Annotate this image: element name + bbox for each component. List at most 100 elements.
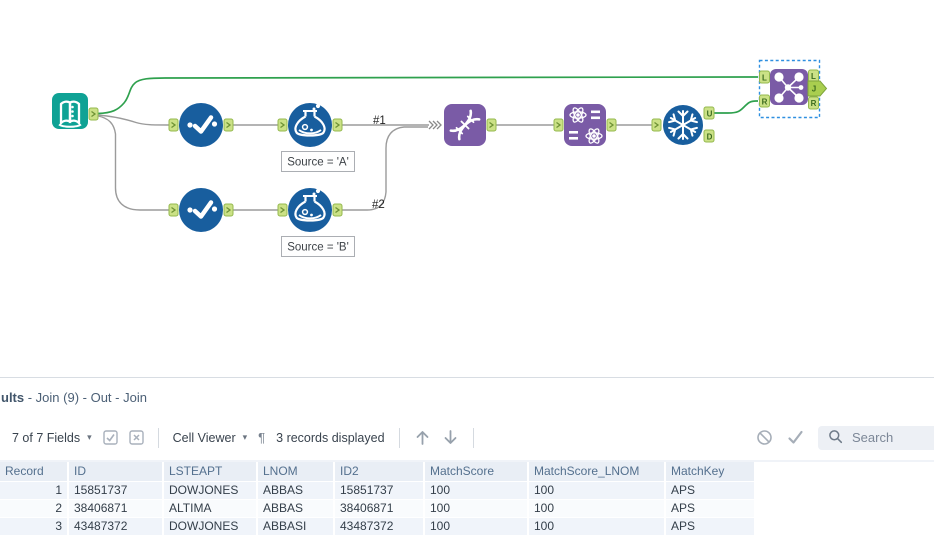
col-header-matchscore[interactable]: MatchScore	[425, 462, 527, 481]
cell-matchkey[interactable]: APS	[666, 482, 754, 499]
cell-matchscore-lnom[interactable]: 100	[529, 518, 664, 535]
anchor-letter: L	[762, 74, 767, 83]
arrow-down-icon[interactable]	[442, 429, 459, 446]
fields-dropdown-label: 7 of 7 Fields	[12, 430, 81, 445]
cell-id2[interactable]: 15851737	[335, 482, 423, 499]
cell-record[interactable]: 2	[0, 500, 67, 517]
toolbar-right-cluster	[756, 415, 934, 460]
connection-unique-to-join-right[interactable]	[714, 100, 758, 114]
deselect-all-icon[interactable]	[128, 430, 144, 445]
cell-matchkey[interactable]: APS	[666, 518, 754, 535]
tool-input-data[interactable]	[52, 93, 88, 129]
toolbar-divider	[157, 427, 159, 448]
anchor-letter: J	[812, 85, 816, 94]
join-output-j-anchor[interactable]	[807, 80, 828, 97]
equals-icon	[569, 110, 600, 140]
check-icon[interactable]	[786, 429, 805, 446]
tool-formula-2[interactable]	[286, 186, 334, 234]
results-table: Record ID LSTEAPT LNOM ID2 MatchScore Ma…	[0, 462, 754, 535]
book-dots	[71, 105, 74, 118]
input-output-anchor[interactable]	[88, 107, 99, 121]
tool-join[interactable]: L R L J R	[758, 59, 828, 119]
makegroup-output-anchor[interactable]	[606, 118, 617, 132]
connection-label-2: #2	[372, 199, 385, 211]
fuzzymatch-output-anchor[interactable]	[486, 118, 497, 132]
connection-formula2-to-fuzzymatch[interactable]	[342, 126, 428, 211]
cell-record[interactable]: 3	[0, 518, 67, 535]
paragraph-mark-icon[interactable]: ¶	[258, 430, 266, 445]
tool-unique[interactable]	[663, 105, 703, 145]
select2-input-anchor[interactable]	[168, 203, 179, 217]
search-input[interactable]	[850, 429, 934, 446]
connection-input-to-join-left[interactable]	[97, 76, 758, 115]
cell-lnom[interactable]: ABBAS	[258, 482, 333, 499]
anchor-letter: U	[707, 110, 713, 119]
tool-select-1[interactable]	[179, 103, 223, 147]
formula2-input-anchor[interactable]	[277, 203, 288, 217]
cell-viewer-label: Cell Viewer	[172, 430, 236, 445]
cell-lnom[interactable]: ABBASI	[258, 518, 333, 535]
select1-input-anchor[interactable]	[168, 118, 179, 132]
anchor-letter: L	[811, 72, 816, 81]
toolbar-divider	[472, 427, 474, 448]
col-header-id2[interactable]: ID2	[335, 462, 423, 481]
dna-icon	[449, 109, 481, 141]
col-header-matchkey[interactable]: MatchKey	[666, 462, 754, 481]
cell-id2[interactable]: 38406871	[335, 500, 423, 517]
tool-make-group[interactable]	[564, 104, 606, 146]
no-symbol-icon[interactable]	[756, 429, 773, 446]
annotation-source-a[interactable]: Source = 'A'	[281, 151, 355, 172]
cell-id[interactable]: 15851737	[69, 482, 162, 499]
cell-lnom[interactable]: ABBAS	[258, 500, 333, 517]
multi-connection-icon	[428, 120, 442, 130]
formula2-output-anchor[interactable]	[332, 203, 343, 217]
results-title-bold: ults	[1, 390, 25, 405]
connection-input-to-select2[interactable]	[97, 115, 169, 211]
cell-matchscore-lnom[interactable]: 100	[529, 500, 664, 517]
cell-id[interactable]: 43487372	[69, 518, 162, 535]
select-all-checkbox-icon[interactable]	[102, 430, 118, 445]
cell-lsteapt[interactable]: DOWJONES	[164, 518, 256, 535]
workflow-canvas[interactable]: #1 #2	[0, 0, 934, 377]
book-icon	[58, 100, 82, 128]
cell-matchscore[interactable]: 100	[425, 482, 527, 499]
connection-input-to-select1[interactable]	[97, 114, 170, 126]
cell-id[interactable]: 38406871	[69, 500, 162, 517]
arrow-up-icon[interactable]	[414, 429, 431, 446]
tool-fuzzy-match[interactable]	[444, 104, 486, 146]
results-title-rest: - Join (9) - Out - Join	[24, 390, 147, 405]
cell-matchkey[interactable]: APS	[666, 500, 754, 517]
select2-output-anchor[interactable]	[223, 203, 234, 217]
results-panel-title: ults - Join (9) - Out - Join	[0, 378, 934, 415]
unique-input-anchor[interactable]	[651, 118, 662, 132]
col-header-record[interactable]: Record	[0, 462, 67, 481]
cell-record[interactable]: 1	[0, 482, 67, 499]
formula1-input-anchor[interactable]	[277, 118, 288, 132]
search-box[interactable]	[818, 425, 934, 450]
col-header-lnom[interactable]: LNOM	[258, 462, 333, 481]
cell-lsteapt[interactable]: ALTIMA	[164, 500, 256, 517]
anchor-letter: R	[811, 99, 817, 108]
connection-label-1: #1	[373, 115, 386, 127]
records-displayed-label: 3 records displayed	[276, 430, 385, 445]
makegroup-input-anchor[interactable]	[553, 118, 564, 132]
join-molecule-icon	[774, 72, 804, 103]
select1-output-anchor[interactable]	[223, 118, 234, 132]
svg-text:Source = 'B': Source = 'B'	[287, 242, 349, 254]
cell-matchscore[interactable]: 100	[425, 518, 527, 535]
results-panel: ults - Join (9) - Out - Join 7 of 7 Fiel…	[0, 377, 934, 543]
tool-select-2[interactable]	[179, 188, 223, 232]
cell-matchscore-lnom[interactable]: 100	[529, 482, 664, 499]
formula1-output-anchor[interactable]	[332, 118, 343, 132]
cell-matchscore[interactable]: 100	[425, 500, 527, 517]
annotation-source-b[interactable]: Source = 'B'	[281, 236, 355, 257]
col-header-id[interactable]: ID	[69, 462, 162, 481]
fields-dropdown[interactable]: 7 of 7 Fields ▾	[12, 431, 92, 445]
cell-lsteapt[interactable]: DOWJONES	[164, 482, 256, 499]
tool-formula-1[interactable]	[286, 101, 334, 149]
cell-viewer-dropdown[interactable]: Cell Viewer ▾	[173, 431, 248, 445]
cell-id2[interactable]: 43487372	[335, 518, 423, 535]
col-header-lsteapt[interactable]: LSTEAPT	[164, 462, 256, 481]
col-header-matchscore-lnom[interactable]: MatchScore_LNOM	[529, 462, 664, 481]
results-toolbar: 7 of 7 Fields ▾ Cell Viewer ▾ ¶ 3 record…	[0, 415, 934, 462]
